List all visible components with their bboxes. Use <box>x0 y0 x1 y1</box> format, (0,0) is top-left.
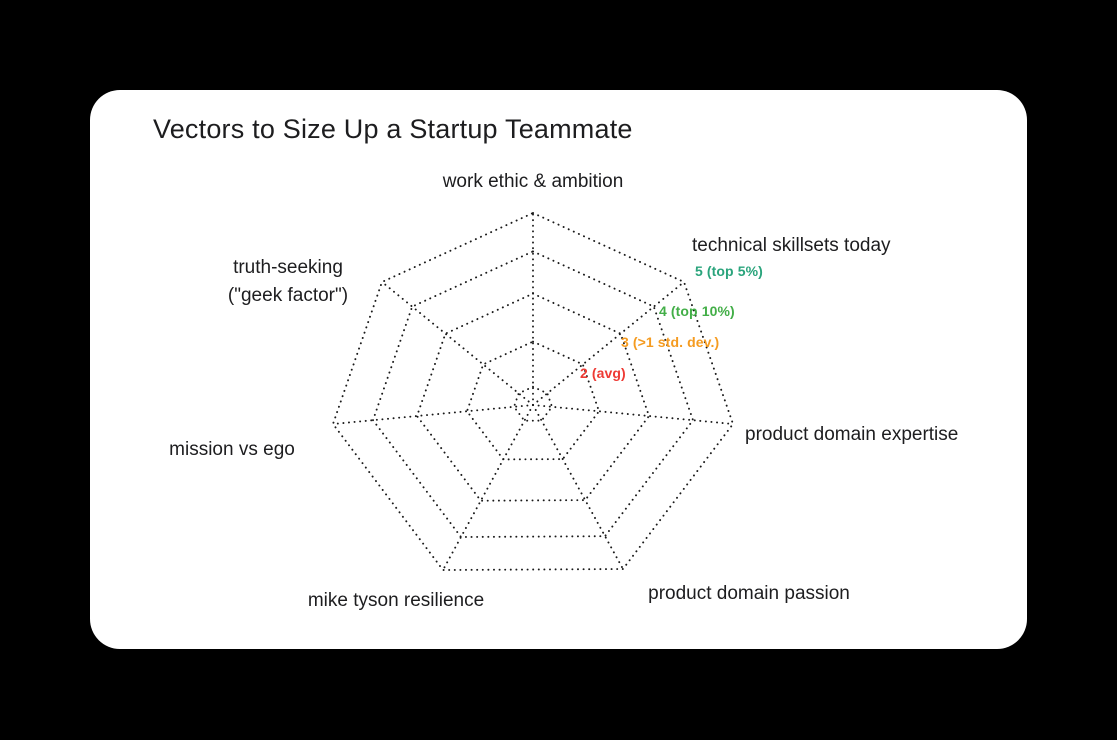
radar-ring-4 <box>371 250 695 538</box>
radar-axis-line-4 <box>442 404 534 571</box>
axis-label-mike-tyson-resilience: mike tyson resilience <box>308 587 484 615</box>
axis-label-mission-vs-ego: mission vs ego <box>169 436 295 464</box>
axis-label-truth-seeking-geek-factor: truth-seeking ("geek factor") <box>228 254 348 310</box>
radar-axis-line-6 <box>381 281 534 406</box>
ring-label-5: 5 (top 5%) <box>695 263 763 279</box>
axis-label-product-domain-passion: product domain passion <box>648 580 850 608</box>
radar-ring-1 <box>512 385 554 422</box>
radar-ring-2 <box>465 340 601 461</box>
ring-label-2: 2 (avg) <box>580 365 626 381</box>
axis-label-product-domain-expertise: product domain expertise <box>745 421 958 449</box>
radar-axis-line-5 <box>332 404 534 425</box>
axis-label-line: product domain passion <box>648 583 850 604</box>
axis-label-line: work ethic & ambition <box>442 171 624 192</box>
axis-label-line: product domain expertise <box>745 424 959 445</box>
axis-label-technical-skillsets-today: technical skillsets today <box>692 232 891 260</box>
axis-label-line: mike tyson resilience <box>307 590 485 611</box>
radar-axis-line-2 <box>532 404 734 425</box>
radar-ring-3 <box>415 292 651 502</box>
axis-label-work-ethic-ambition: work ethic & ambition <box>443 168 624 196</box>
axis-label-line: technical skillsets today <box>692 235 891 256</box>
ring-label-3: 3 (>1 std. dev.) <box>621 334 720 350</box>
axis-label-line: truth-seeking <box>233 257 343 278</box>
ring-label-4: 4 (top 10%) <box>659 303 735 319</box>
axis-label-line: ("geek factor") <box>227 285 349 306</box>
radar-axis-line-3 <box>532 404 624 570</box>
chart-title: Vectors to Size Up a Startup Teammate <box>153 114 633 144</box>
radar-ring-5 <box>331 211 735 571</box>
chart-card: Vectors to Size Up a Startup Teammate wo… <box>90 90 1027 649</box>
axis-label-line: mission vs ego <box>169 439 295 460</box>
